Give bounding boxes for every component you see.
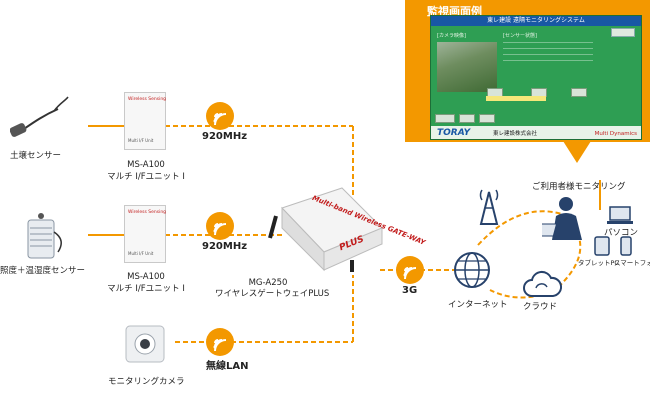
unit-2-model: MS-A100 [127,272,165,282]
wifi-icon [403,267,417,280]
screen-button[interactable] [435,114,455,123]
multi-if-unit-2: Wireless Sensing Multi I/F Unit [124,205,166,263]
uplink-label: 3G [402,285,418,296]
wireless-badge-3 [206,328,234,356]
callout-pointer [563,141,591,163]
logout-button[interactable] [611,28,635,37]
person-icon [542,197,582,240]
screen-footer: TORAY 東レ建設株式会社 Multi Dynamics [431,126,641,139]
wireless-label-3: 無線LAN [206,361,249,372]
unit-2-face-text: Wireless Sensing [128,210,167,215]
sub-logo: Multi Dynamics [594,131,637,137]
screen-title: 東レ建設 遠隔モニタリングシステム [431,16,641,26]
sensor-section-label: [センサー状態] [503,33,537,39]
unit-1-face-sub: Multi I/F Unit [128,138,154,143]
screen-button[interactable] [479,114,495,123]
sensor-row [503,48,593,49]
multi-if-unit-1: Wireless Sensing Multi I/F Unit [124,92,166,150]
unit-1-name: マルチ I/Fユニット I [107,172,185,182]
wireless-badge-1 [206,102,234,130]
laptop-icon [607,206,633,224]
pc-label: パソコン [604,228,639,238]
sensor-row [503,60,593,61]
tablet-label: タブレットPC [578,259,619,267]
uplink-badge [396,256,424,284]
sensor-row [503,54,593,55]
sensor-row [503,42,593,43]
wireless-label-2: 920MHz [202,241,248,252]
internet-cloud-arc [477,210,582,299]
cell-tower-icon [479,189,499,225]
camera-label: モニタリングカメラ [108,377,185,387]
greenhouse-photo [437,42,497,92]
smartphone-label: スマートフォン [614,259,650,267]
cloud-label: クラウド [522,302,557,312]
toray-logo: TORAY [437,128,471,138]
gateway-model: MG-A250 [248,278,288,288]
unit-1-model: MS-A100 [127,160,165,170]
soil-sensor-icon [10,96,69,137]
wifi-icon [213,339,227,352]
internet-label: インターネット [448,300,508,310]
light-temp-sensor-icon [27,213,62,259]
wireless-badge-2 [206,212,234,240]
company-name: 東レ建設株式会社 [493,131,538,137]
monitor-heading: 監視画面例 [427,5,482,18]
photo-label: [カメラ映像] [437,33,466,39]
wifi-icon [213,113,227,126]
customer-monitoring-label: ご利用者様モニタリング [532,182,626,192]
wifi-icon [213,223,227,236]
screen-button[interactable] [571,88,587,97]
gateway-name: ワイヤレスゲートウェイPLUS [215,289,330,299]
status-strip [486,96,546,101]
gateway-device [268,187,383,272]
tablet-icon [594,236,610,256]
wireless-label-1: 920MHz [202,131,248,142]
smartphone-icon [620,236,632,256]
monitor-screen: 東レ建設 遠隔モニタリングシステム [カメラ映像] [センサー状態] TORAY… [430,15,642,140]
unit-1-face-text: Wireless Sensing [128,97,167,102]
screen-button[interactable] [459,114,475,123]
antenna-icon [268,215,278,239]
light-temp-sensor-label: 照度＋温湿度センサー [0,266,86,276]
camera-icon [125,325,165,363]
unit-2-face-sub: Multi I/F Unit [128,251,154,256]
unit-2-name: マルチ I/Fユニット I [107,284,185,294]
internet-globe-icon [454,252,490,288]
soil-sensor-label: 土壌センサー [10,151,62,161]
cloud-icon [523,270,562,297]
